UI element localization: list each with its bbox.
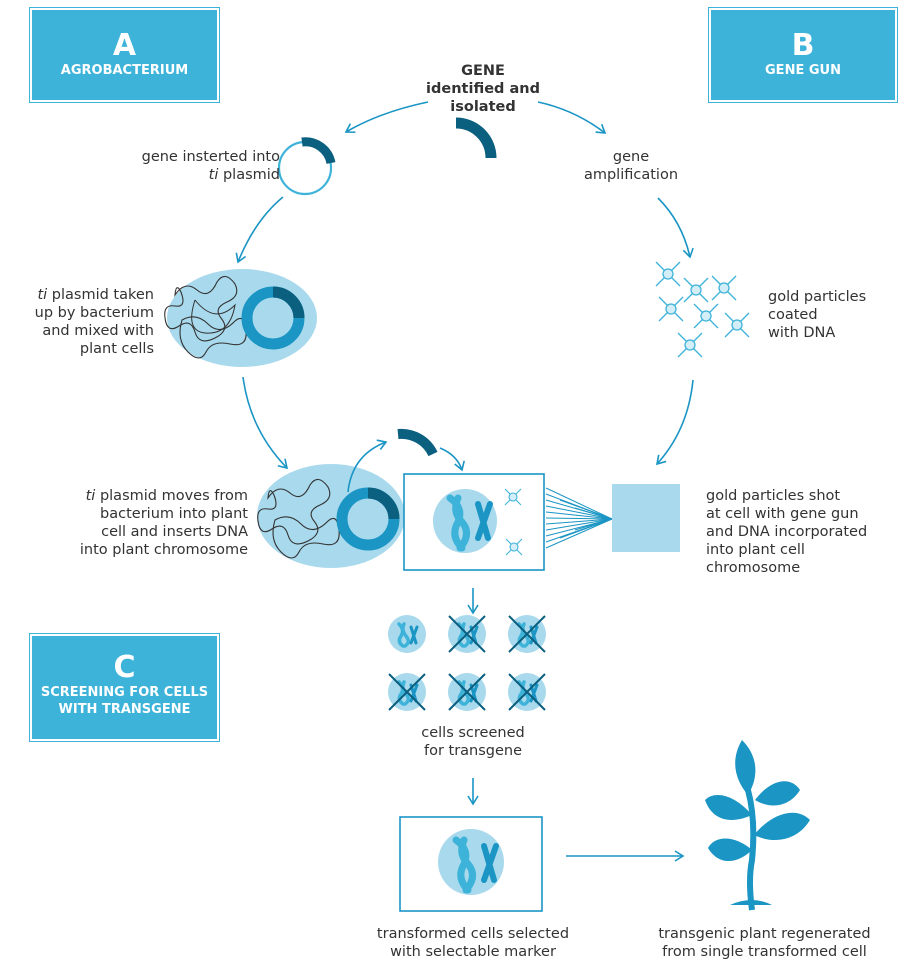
step-amplification: gene amplification <box>566 148 696 184</box>
transformed-cell-icon <box>399 816 543 912</box>
step-regenerated-line2: from single transformed cell <box>662 944 867 960</box>
step-moves-line3: cell and inserts DNA <box>101 524 248 540</box>
box-c-label-line2: WITH TRANSGENE <box>58 702 191 717</box>
step-gold-shot: gold particles shot at cell with gene gu… <box>706 487 899 577</box>
box-a-label: AGROBACTERIUM <box>60 63 189 78</box>
step-amplification-line2: amplification <box>583 167 679 183</box>
step-regenerated-line1: transgenic plant regenerated <box>658 926 871 942</box>
step-gold-coated-line3: with DNA <box>768 325 836 341</box>
bacterium-2-icon <box>257 464 405 568</box>
step-inserted-line2: plasmid <box>218 167 280 183</box>
arrow-gene-to-amplification <box>537 101 607 134</box>
arrow-gold-to-cell <box>655 379 694 466</box>
step-amplification-line1: gene <box>612 149 650 165</box>
step-screened-line2: for transgene <box>423 743 523 759</box>
step-gold-coated-line2: coated <box>768 307 818 323</box>
step-screened: cells screened for transgene <box>378 724 568 760</box>
gene-label: GENE identified and isolated <box>388 62 578 116</box>
gene-fragment <box>455 117 497 159</box>
step-gold-shot-line1: gold particles shot <box>706 488 841 504</box>
step-selected-line1: transformed cells selected <box>376 926 570 942</box>
step-taken-up: ti plasmid taken up by bacterium and mix… <box>0 286 154 358</box>
arrow-transfer-down <box>439 447 465 472</box>
step-inserted: gene insterted into ti plasmid <box>60 148 280 184</box>
step-inserted-line1: gene insterted into <box>141 149 280 165</box>
box-c-screening: C SCREENING FOR CELLS WITH TRANSGENE <box>29 633 220 742</box>
arrow-gene-to-plasmid <box>344 101 429 134</box>
box-b-label: GENE GUN <box>765 63 841 78</box>
plant-cell-icon <box>403 473 545 571</box>
step-regenerated: transgenic plant regenerated from single… <box>630 925 899 961</box>
plant-icon <box>705 740 810 911</box>
step-gold-shot-line5: chromosome <box>706 560 801 576</box>
step-selected-line2: with selectable marker <box>390 944 556 960</box>
box-c-label-line1: SCREENING FOR CELLS <box>40 685 209 700</box>
arrow-amplification-to-gold <box>657 197 694 259</box>
gene-label-line3: isolated <box>450 99 516 115</box>
arrow-transfer-up <box>347 439 388 493</box>
step-inserted-ti: ti <box>208 167 219 183</box>
step-taken-up-ti: ti <box>37 287 48 303</box>
step-moves-line4: into plant chromosome <box>79 542 248 558</box>
step-taken-up-line3: and mixed with <box>42 323 154 339</box>
gene-gun-burst <box>545 487 613 549</box>
arrow-bacterium-to-moves <box>242 376 289 470</box>
step-selected: transformed cells selected with selectab… <box>350 925 596 961</box>
step-moves: ti plasmid moves from bacterium into pla… <box>0 487 248 559</box>
box-a-agrobacterium: A AGROBACTERIUM <box>29 7 220 103</box>
step-taken-up-line4: plant cells <box>79 341 154 357</box>
box-b-gene-gun: B GENE GUN <box>708 7 898 103</box>
box-a-letter: A <box>112 28 137 63</box>
bacterium-1-icon <box>164 269 317 367</box>
step-taken-up-line2: up by bacterium <box>34 305 154 321</box>
step-gold-shot-line2: at cell with gene gun <box>706 506 859 522</box>
box-c-letter: C <box>113 650 136 685</box>
step-gold-coated: gold particles coated with DNA <box>768 288 898 342</box>
step-screened-line1: cells screened <box>421 725 525 741</box>
step-gold-shot-line3: and DNA incorporated <box>706 524 868 540</box>
step-taken-up-line1: plasmid taken <box>47 287 154 303</box>
step-moves-line1: plasmid moves from <box>95 488 248 504</box>
step-gold-coated-line1: gold particles <box>768 289 867 305</box>
step-moves-line2: bacterium into plant <box>100 506 248 522</box>
gold-particles-icon <box>655 261 750 358</box>
arrow-plasmid-to-bacterium <box>235 196 284 264</box>
gene-label-line1: GENE <box>461 63 505 79</box>
box-b-letter: B <box>791 28 815 63</box>
gene-label-line2: identified and <box>426 81 540 97</box>
gene-gun-icon <box>612 484 680 552</box>
step-moves-ti: ti <box>85 488 96 504</box>
screening-cells <box>388 615 546 711</box>
step-gold-shot-line4: into plant cell <box>706 542 805 558</box>
